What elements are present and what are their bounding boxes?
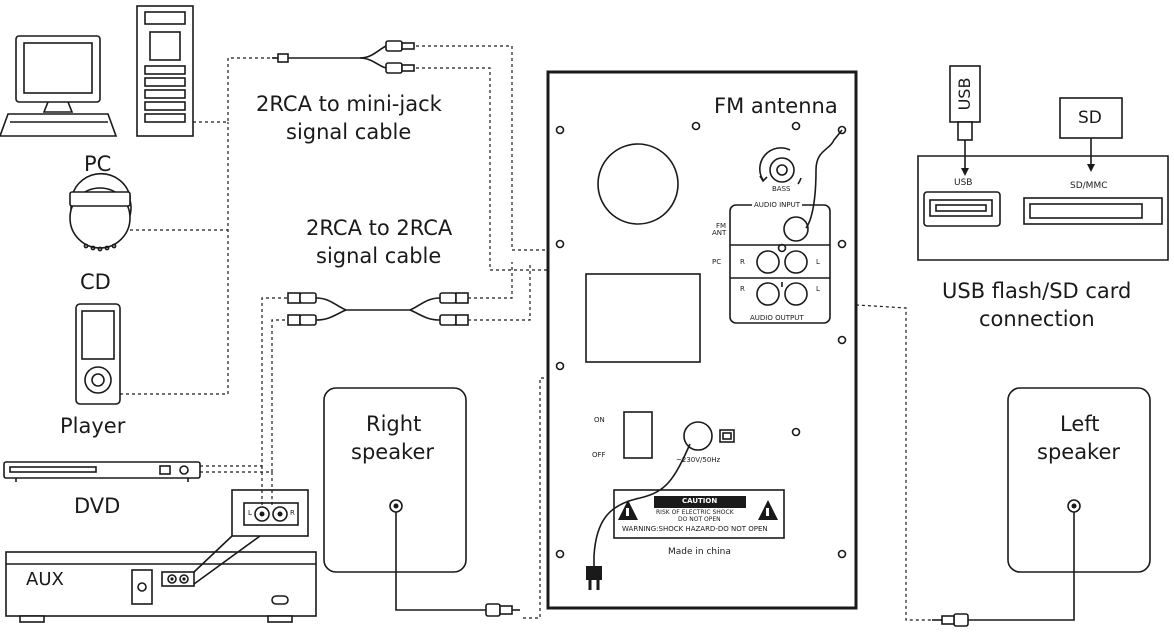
right-speaker-label-line2: speaker — [351, 440, 435, 464]
caution-warning: WARNING:SHOCK HAZARD-DO NOT OPEN — [622, 525, 768, 533]
rca-rca-label-line1: 2RCA to 2RCA — [306, 216, 453, 240]
audio-input-label: AUDIO INPUT — [752, 201, 803, 209]
subwoofer-back-panel — [546, 70, 858, 610]
usb-sd-illustration — [917, 65, 1169, 261]
fm-antenna-label: FM antenna — [714, 94, 838, 118]
rca-minijack-label-line2: signal cable — [286, 120, 412, 144]
bass-label: BASS — [772, 185, 791, 193]
right-speaker-label-line1: Right — [366, 412, 422, 436]
usb-port-label: USB — [954, 178, 973, 188]
media-player-illustration — [75, 303, 121, 405]
sd-card-label: SD — [1078, 108, 1102, 128]
left-speaker-label-line1: Left — [1060, 412, 1100, 436]
dvd-label: DVD — [74, 494, 121, 518]
made-in-label: Made in china — [668, 547, 731, 557]
rca-rca-label-line2: signal cable — [316, 244, 442, 268]
fm-ant-label-line1: FM — [716, 222, 727, 230]
power-on-label: ON — [594, 416, 605, 424]
fm-ant-label-line2: ANT — [712, 229, 727, 237]
rca-to-rca-cable — [287, 292, 469, 326]
cd-label: CD — [80, 270, 111, 294]
output-l-label: L — [816, 285, 820, 293]
power-off-label: OFF — [592, 451, 606, 459]
rca-to-minijack-cable — [272, 40, 415, 74]
dvd-player-illustration — [3, 461, 201, 482]
pc-illustration — [0, 5, 194, 137]
aux-label: AUX — [26, 569, 64, 590]
left-speaker-illustration — [932, 387, 1151, 627]
left-speaker-label-line2: speaker — [1037, 440, 1121, 464]
player-label: Player — [60, 414, 126, 438]
cd-player-illustration — [69, 172, 132, 252]
usb-stick-label: USB — [955, 77, 974, 111]
usb-sd-caption-line2: connection — [979, 307, 1095, 331]
input-l-label: L — [816, 258, 820, 266]
pc-input-label: PC — [712, 258, 722, 266]
caution-line2: DO NOT OPEN — [678, 516, 721, 523]
aux-jack-r-label: R — [290, 509, 295, 517]
caution-title: CAUTION — [682, 497, 718, 505]
output-r-label: R — [740, 285, 745, 293]
sd-port-label: SD/MMC — [1070, 181, 1108, 191]
aux-jack-l-label: L — [248, 509, 252, 517]
audio-output-label: AUDIO OUTPUT — [748, 314, 806, 322]
voltage-label: ~230V/50Hz — [676, 456, 721, 464]
caution-line1: RISK OF ELECTRIC SHOCK — [656, 509, 734, 516]
rca-minijack-label-line1: 2RCA to mini-jack — [256, 92, 442, 116]
input-r-label: R — [740, 258, 745, 266]
right-speaker-illustration — [323, 387, 520, 617]
aux-amplifier-illustration — [5, 489, 317, 623]
pc-label: PC — [84, 152, 112, 176]
usb-sd-caption-line1: USB flash/SD card — [942, 279, 1132, 303]
